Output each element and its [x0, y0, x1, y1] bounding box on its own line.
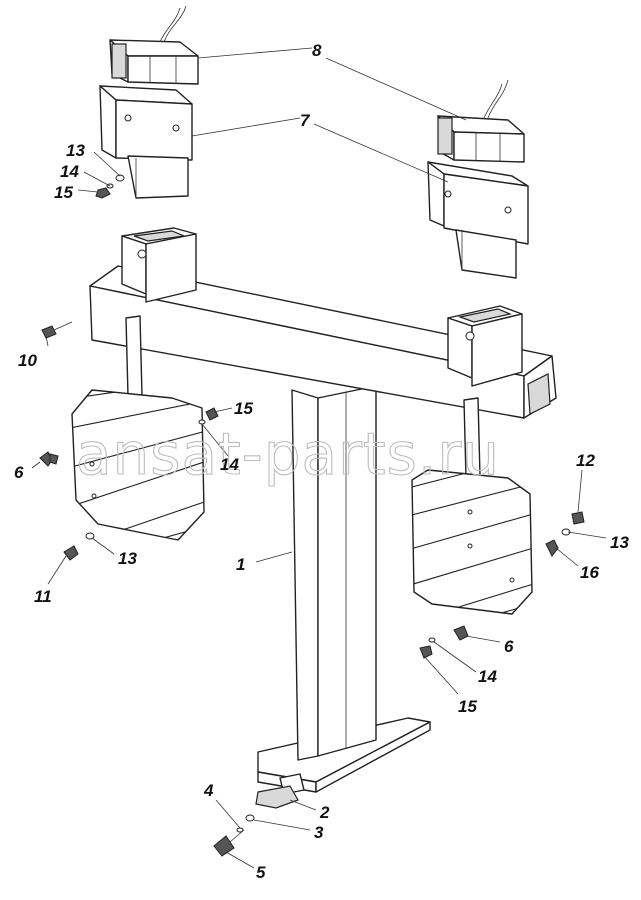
left-reflector-plate [71, 389, 205, 541]
callout-14-middle: 14 [220, 455, 239, 474]
callout-13-bottom-left: 13 [118, 549, 137, 568]
left-strap [125, 315, 143, 397]
callout-labels: 8 7 13 14 15 10 15 14 6 12 13 13 16 1 11… [14, 41, 629, 882]
leader-lines [31, 47, 607, 869]
callout-11: 11 [34, 587, 52, 606]
bottom-bracket [255, 773, 305, 809]
callout-15-top-left: 15 [54, 183, 73, 202]
callout-13-right: 13 [610, 533, 629, 552]
callout-4: 4 [203, 781, 214, 800]
callout-14-right: 14 [478, 667, 497, 686]
watermark-text: ansat-parts.ru [76, 420, 500, 488]
callout-3: 3 [314, 823, 324, 842]
callout-7: 7 [300, 111, 311, 130]
right-marker-lamp [437, 79, 525, 163]
column-post [257, 385, 431, 793]
left-mount-bracket [99, 85, 193, 199]
crossbeam [89, 265, 557, 419]
callout-6-right: 6 [504, 637, 514, 656]
callout-14-top-left: 14 [60, 162, 79, 181]
hardware-parts [39, 174, 585, 857]
callout-1: 1 [236, 555, 245, 574]
callout-16: 16 [580, 563, 599, 582]
callout-8: 8 [312, 41, 322, 60]
callout-6-left: 6 [14, 463, 24, 482]
callout-2: 2 [319, 803, 330, 822]
right-reflector-plate [411, 469, 533, 615]
callout-5: 5 [256, 863, 266, 882]
callout-15-right: 15 [458, 697, 477, 716]
right-socket [447, 305, 523, 387]
callout-12: 12 [576, 451, 595, 470]
left-marker-lamp [109, 5, 199, 85]
callout-13-top-left: 13 [66, 141, 85, 160]
callout-10: 10 [18, 351, 37, 370]
left-socket [121, 227, 197, 303]
right-mount-bracket [427, 161, 529, 279]
callout-15-middle: 15 [234, 399, 253, 418]
